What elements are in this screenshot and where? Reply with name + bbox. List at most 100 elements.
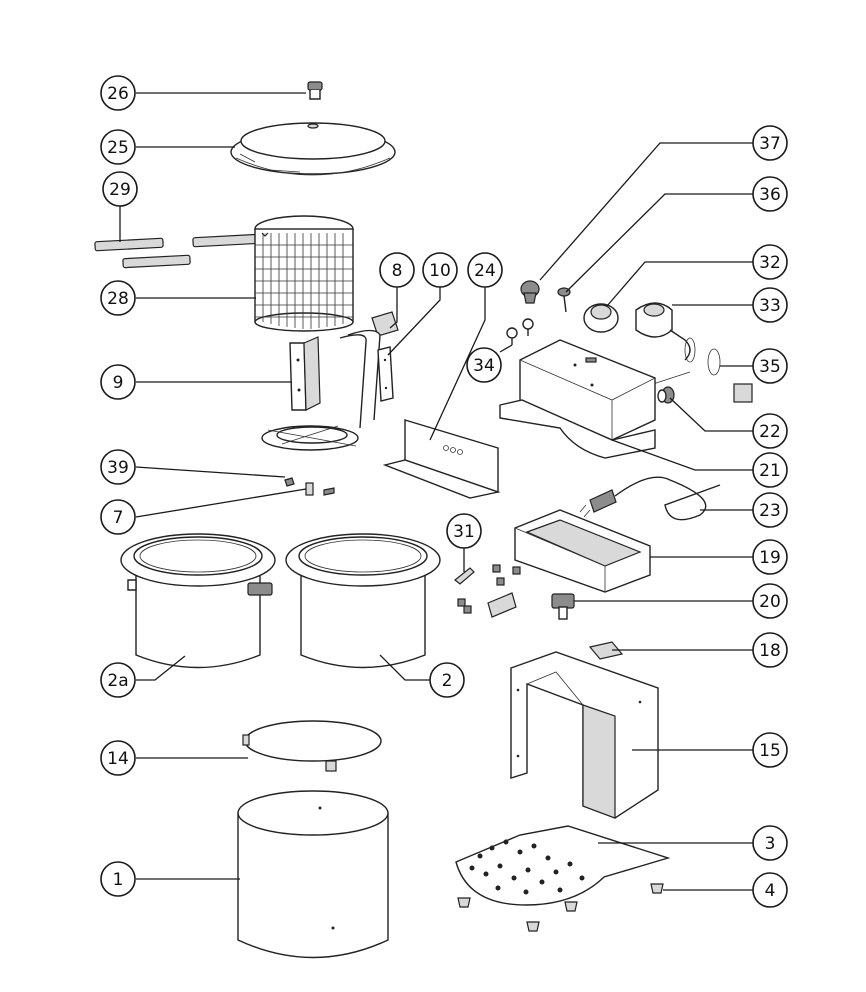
leader-lines [119,92,753,891]
callout-circle [752,825,788,861]
callout-1: 1 [100,861,136,897]
callout-number: 2a [107,671,128,691]
callout-8: 8 [379,252,415,288]
part-1-outer-body [237,790,389,959]
callout-circle [100,499,136,535]
callout-37: 37 [752,125,788,161]
callout-10: 10 [422,252,458,288]
part-24-support-plate [382,419,501,499]
part-22-cable-gland [657,386,675,404]
callout-circle [422,252,458,288]
callout-circle [752,492,788,528]
callout-number: 1 [113,870,124,890]
callout-28: 28 [100,280,136,316]
callout-number: 14 [107,749,129,769]
part-23-power-cord [579,476,721,521]
part-39-screw [284,477,295,487]
callout-circle [752,287,788,323]
callout-circle [752,125,788,161]
callout-number: 7 [113,508,124,528]
part-7-safety-switch [305,482,335,496]
callout-35: 35 [752,348,788,384]
callout-22: 22 [752,413,788,449]
callout-number: 15 [759,741,781,761]
callout-number: 31 [453,522,475,542]
callout-circle [100,280,136,316]
callout-circle [100,364,136,400]
callout-circle [100,740,136,776]
part-26-lid-knob [307,81,323,100]
callout-19: 19 [752,539,788,575]
callout-number: 19 [759,548,781,568]
callout-circle [752,452,788,488]
callout-number: 18 [759,641,781,661]
part-28-frying-basket [254,215,354,332]
callout-circle [752,176,788,212]
callout-circle [100,662,136,698]
callout-34: 34 [466,347,502,383]
callout-circle [752,872,788,908]
callout-circle [752,244,788,280]
part-32-control-knob [583,303,619,333]
callout-25: 25 [100,129,136,165]
callout-number: 10 [429,261,451,281]
callout-circle [379,252,415,288]
callout-3: 3 [752,825,788,861]
callout-24: 24 [467,252,503,288]
part-31-clips [454,564,521,618]
callout-circle [102,171,138,207]
part-33-thermostat [635,302,691,361]
callout-number: 37 [759,134,781,154]
callout-9: 9 [100,364,136,400]
callout-36: 36 [752,176,788,212]
callout-number: 28 [107,289,129,309]
callout-number: 8 [392,261,403,281]
part-2-oil-tank [285,533,441,669]
part-25-lid [230,122,396,176]
callout-39: 39 [100,449,136,485]
callout-number: 23 [759,501,781,521]
part-35-safety-thermostat [649,337,753,403]
callout-number: 35 [759,357,781,377]
part-3-base-plate [455,825,671,906]
callout-number: 36 [759,185,781,205]
callout-7: 7 [100,499,136,535]
callout-circle [752,539,788,575]
callout-2a: 2a [100,662,136,698]
callout-number: 24 [474,261,496,281]
callout-33: 33 [752,287,788,323]
callout-circle [752,732,788,768]
callout-2: 2 [429,662,465,698]
part-21-control-housing [499,339,656,459]
part-4-feet [457,883,664,932]
callout-26: 26 [100,75,136,111]
callout-circle [429,662,465,698]
part-14-top-plate [242,720,382,772]
callout-21: 21 [752,452,788,488]
part-8-heating-element [261,311,399,451]
part-34-screws [506,318,534,345]
callout-number: 26 [107,84,129,104]
callout-circle [467,252,503,288]
callout-number: 32 [759,253,781,273]
callout-number: 39 [107,458,129,478]
part-15-rear-panel [510,651,659,819]
part-36-fuse [557,287,571,313]
callout-number: 9 [113,373,124,393]
part-18-bracket [588,641,624,660]
callout-circle [752,632,788,668]
callout-number: 4 [765,881,776,901]
callout-circle [100,129,136,165]
callout-number: 3 [765,834,776,854]
callout-29: 29 [102,171,138,207]
callout-circle [466,347,502,383]
callout-18: 18 [752,632,788,668]
callout-23: 23 [752,492,788,528]
callout-31: 31 [446,513,482,549]
callout-circle [100,449,136,485]
callout-number: 22 [759,422,781,442]
callout-number: 21 [759,461,781,481]
ventilation-holes [469,839,585,895]
